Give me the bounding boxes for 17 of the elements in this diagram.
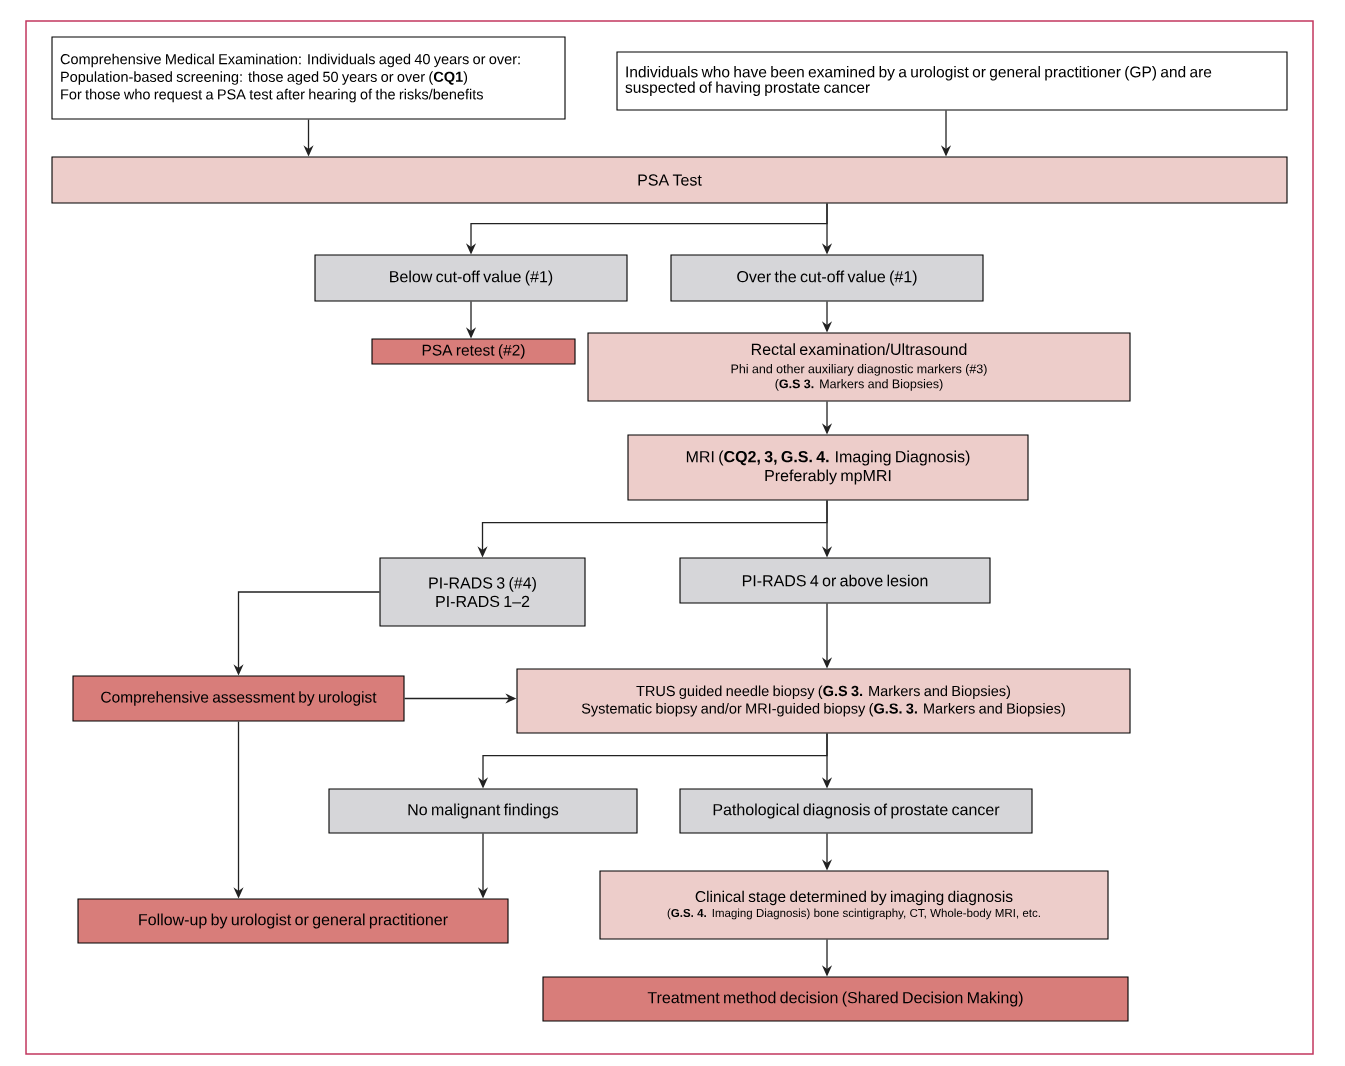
result-box: Over the cut-off value (#1) <box>670 254 984 302</box>
entry-box: Comprehensive Medical Examination: Individuals aged 40 years or over: Population-based screening: those aged 50 years or over (CQ1) For those who request a PSA test after hearing of the risks/benefits <box>51 36 566 120</box>
process-box: Clinical stage determined by imaging diagnosis (G.S. 4. Imaging Diagnosis) bone scintigraphy, CT, Whole-body MRI, etc. <box>599 870 1109 940</box>
action-box: Comprehensive assessment by urologist <box>72 675 405 722</box>
process-box: MRI (CQ2, 3, G.S. 4. Imaging Diagnosis) Preferably mpMRI <box>627 434 1029 501</box>
process-box: PSA Test <box>51 156 1288 204</box>
action-box: Follow-up by urologist or general practitioner <box>77 898 509 944</box>
action-box: PSA retest (#2) <box>371 338 576 365</box>
result-box: Pathological diagnosis of prostate cancer <box>679 788 1033 834</box>
process-box: TRUS guided needle biopsy (G.S 3. Markers and Biopsies) Systematic biopsy and/or MRI-guided biopsy (G.S. 3. Markers and Biopsies) <box>516 668 1131 734</box>
result-box: PI-RADS 4 or above lesion <box>679 557 991 604</box>
result-box: PI-RADS 3 (#4) PI-RADS 1–2 <box>379 557 586 627</box>
entry-box: Individuals who have been examined by a urologist or general practitioner (GP) and are suspected of having prostate cancer <box>616 51 1288 111</box>
process-box: Rectal examination/Ultrasound Phi and other auxiliary diagnostic markers (#3) (G.S 3. Markers and Biopsies) <box>587 332 1131 402</box>
result-box: No malignant findings <box>328 788 638 834</box>
result-box: Below cut-off value (#1) <box>314 254 628 302</box>
action-box: Treatment method decision (Shared Decision Making) <box>542 976 1129 1022</box>
